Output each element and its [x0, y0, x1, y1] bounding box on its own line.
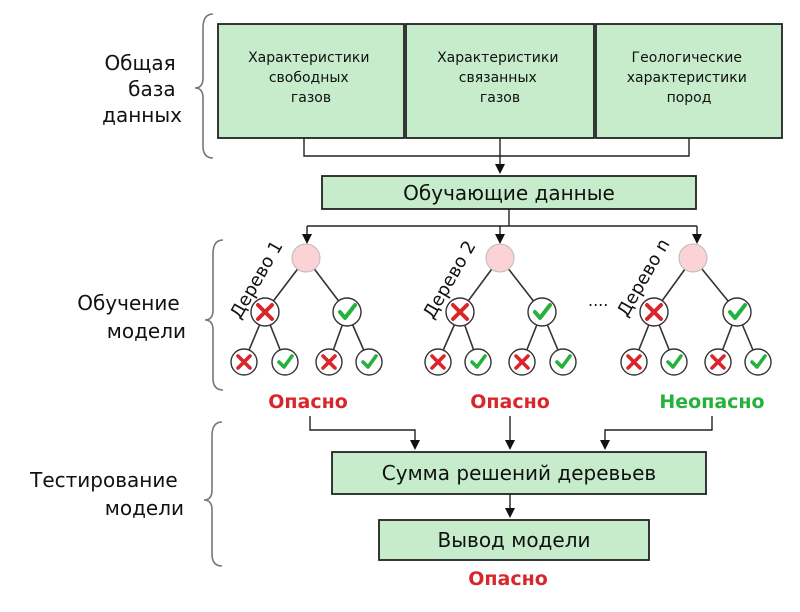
- source-box-free-gases: Характеристики свободных газов: [217, 23, 405, 139]
- final-verdict: Опасно: [468, 568, 548, 590]
- arrow-tree-n-to-sum: [600, 416, 713, 450]
- svg-text:Геологические характерис: Геологические характеристики пород: [627, 50, 752, 106]
- arrow-tree-1-to-sum: [309, 416, 420, 450]
- check-icon: [271, 348, 299, 376]
- cross-icon: [424, 348, 452, 376]
- tree-1: Дерево 1: [226, 237, 383, 376]
- cross-icon: [620, 348, 648, 376]
- svg-text:Характеристики связанных: Характеристики связанных газов: [437, 50, 563, 106]
- tree-2-verdict: Опасно: [470, 391, 550, 413]
- root-node: [291, 243, 321, 273]
- source-box-geology: Геологические характеристики пород: [595, 23, 783, 139]
- cross-icon: [704, 348, 732, 376]
- source-box-bound-gases: Характеристики связанных газов: [405, 23, 595, 139]
- tree-2: Дерево 2: [419, 237, 577, 376]
- tree-distribution-connector: [307, 209, 697, 227]
- check-icon: [744, 348, 772, 376]
- cross-icon: [315, 348, 343, 376]
- check-icon: [527, 297, 557, 327]
- check-icon: [464, 348, 492, 376]
- cross-icon: [445, 297, 475, 327]
- check-icon: [332, 297, 362, 327]
- root-node: [485, 243, 515, 273]
- ellipsis: ....: [588, 291, 608, 310]
- training-data-box: Обучающие данные: [321, 175, 697, 210]
- svg-text:Вывод модели: Вывод модели: [438, 528, 591, 552]
- check-icon: [660, 348, 688, 376]
- brace-training: [204, 239, 224, 391]
- cross-icon: [639, 297, 669, 327]
- cross-icon: [230, 348, 258, 376]
- output-box: Вывод модели: [378, 519, 650, 561]
- brace-testing: [203, 421, 223, 567]
- tree-n-verdict: Неопасно: [659, 391, 764, 413]
- check-icon: [722, 297, 752, 327]
- brace-database: [194, 13, 214, 159]
- root-node: [678, 243, 708, 273]
- check-icon: [549, 348, 577, 376]
- database-label: Общая база данных: [102, 51, 182, 127]
- svg-text:Характеристики свободных: Характеристики свободных газов: [248, 50, 374, 106]
- svg-text:Обучающие данные: Обучающие данные: [403, 181, 615, 205]
- testing-label: Тестирование модели: [29, 468, 184, 520]
- check-icon: [355, 348, 383, 376]
- tree-n: Дерево n: [613, 235, 772, 376]
- training-label: Обучение модели: [77, 291, 186, 343]
- merge-connector: [303, 138, 690, 157]
- sum-box: Сумма решений деревьев: [331, 451, 707, 495]
- cross-icon: [250, 297, 280, 327]
- tree-1-verdict: Опасно: [268, 391, 348, 413]
- cross-icon: [508, 348, 536, 376]
- svg-text:Сумма решений деревьев: Сумма решений деревьев: [382, 461, 656, 485]
